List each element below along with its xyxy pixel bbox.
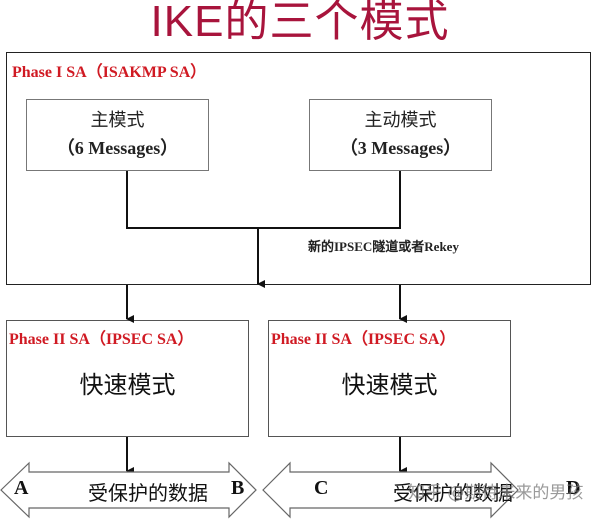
phase2-box-right: Phase II SA（IPSEC SA） 快速模式 — [268, 320, 511, 437]
protected-data-left: 受保护的数据 — [88, 483, 208, 505]
endpoint-c: C — [314, 477, 329, 499]
main-mode-messages: （6 Messages） — [56, 138, 179, 158]
protected-data-right: 受保护的数据 — [393, 483, 513, 505]
phase2-label-left: Phase II SA（IPSEC SA） — [9, 331, 194, 348]
watermark: 知乎 @期待未来的男孩 — [408, 483, 584, 503]
rekey-label: 新的IPSEC隧道或者Rekey — [308, 239, 459, 254]
main-mode-box: 主模式 （6 Messages） — [26, 99, 209, 171]
aggressive-mode-messages: （3 Messages） — [339, 138, 462, 158]
aggressive-mode-box: 主动模式 （3 Messages） — [309, 99, 492, 171]
diagram-title: IKE的三个模式 — [150, 0, 450, 46]
endpoint-d: D — [566, 477, 581, 499]
data-double-arrow-left — [0, 461, 257, 519]
main-mode-name: 主模式 — [90, 110, 145, 130]
quick-mode-right: 快速模式 — [341, 373, 438, 399]
merge-connector — [126, 171, 401, 229]
endpoint-a: A — [14, 477, 29, 499]
data-double-arrow-right — [262, 461, 519, 519]
phase1-label: Phase I SA（ISAKMP SA） — [12, 64, 207, 81]
endpoint-b: B — [231, 477, 245, 499]
aggressive-mode-name: 主动模式 — [364, 110, 437, 130]
quick-mode-left: 快速模式 — [79, 373, 176, 399]
phase2-box-left: Phase II SA（IPSEC SA） 快速模式 — [6, 320, 249, 437]
phase2-label-right: Phase II SA（IPSEC SA） — [271, 331, 456, 348]
